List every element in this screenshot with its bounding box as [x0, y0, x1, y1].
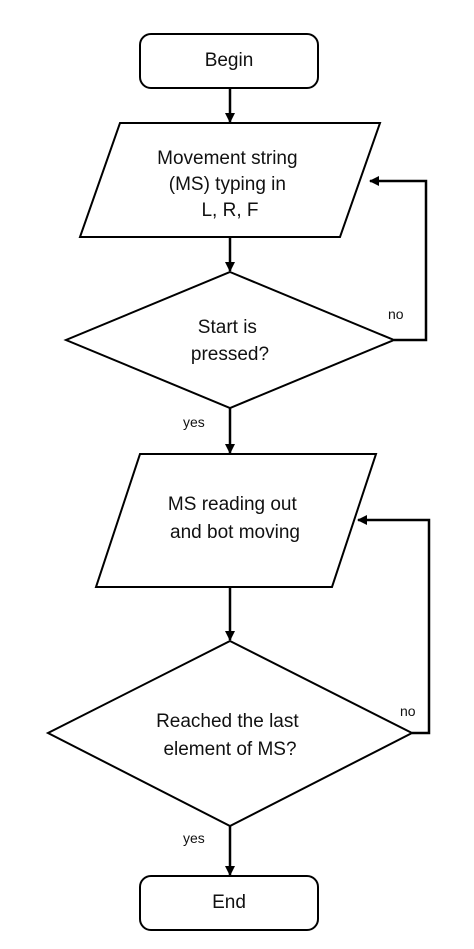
edge-label-decision-start-yes: yes [183, 414, 205, 430]
end-label: End [212, 892, 246, 913]
input-shape [78, 122, 382, 238]
process-label: MS reading out and bot moving [168, 494, 302, 543]
process-shape [94, 453, 378, 588]
decision-last-element-line-1: Reached the last [156, 711, 299, 732]
edge-label-decision-last-no: no [400, 703, 416, 719]
input-label-line-1: Movement string [157, 148, 297, 169]
input-node: Movement string (MS) typing in L, R, F [78, 122, 382, 238]
decision-last-element-label: Reached the last element of MS? [156, 711, 304, 760]
arrow-decision-start-no-loop [369, 176, 428, 342]
decision-start-node: Start is pressed? [63, 270, 397, 410]
edge-label-decision-last-yes: yes [183, 830, 205, 846]
arrow-decision-last-no-loop [357, 515, 431, 735]
decision-start-line-2: pressed? [191, 344, 269, 365]
end-shape [139, 875, 319, 931]
process-node: MS reading out and bot moving [94, 453, 378, 588]
input-label: Movement string (MS) typing in L, R, F [157, 148, 303, 221]
edge-label-decision-start-no: no [388, 306, 404, 322]
decision-start-shape [63, 270, 397, 410]
process-label-line-1: MS reading out [168, 494, 298, 515]
decision-start-line-1: Start is [198, 317, 257, 338]
process-label-line-2: and bot moving [170, 522, 300, 543]
begin-node: Begin [139, 33, 319, 89]
input-label-line-3: L, R, F [201, 200, 258, 221]
begin-label: Begin [205, 50, 254, 71]
decision-last-element-line-2: element of MS? [163, 739, 296, 760]
decision-last-element-shape [45, 639, 415, 828]
input-label-line-2: (MS) typing in [169, 174, 286, 195]
decision-start-label: Start is pressed? [191, 317, 269, 365]
end-node: End [139, 875, 319, 931]
decision-last-element-node: Reached the last element of MS? [45, 639, 415, 828]
